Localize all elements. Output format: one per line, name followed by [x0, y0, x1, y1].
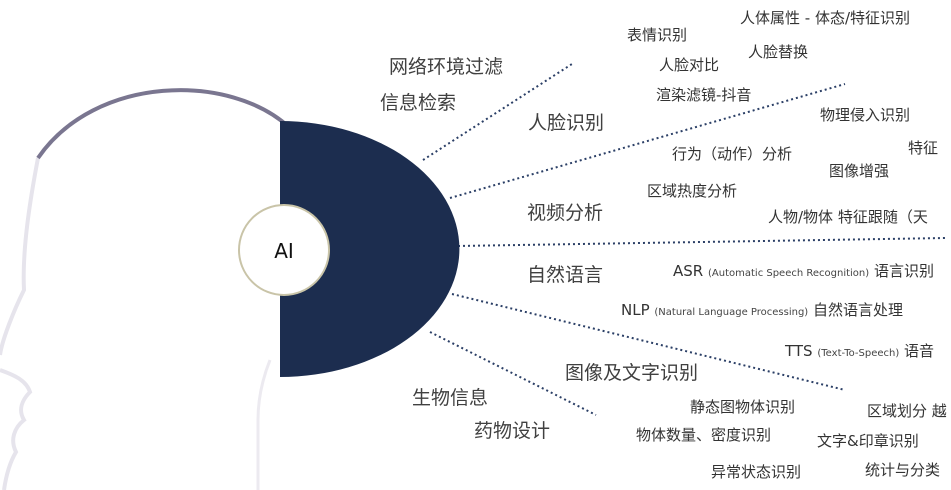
face-item-render-filter: 渲染滤镜-抖音 — [656, 86, 752, 104]
connector-video — [457, 237, 946, 247]
video-item-feature-partial: 特征 — [908, 139, 939, 157]
category-natural-language: 自然语言 — [527, 264, 604, 286]
image-item-text-stamp: 文字&印章识别 — [817, 432, 919, 450]
image-item-anomaly: 异常状态识别 — [711, 463, 802, 481]
video-item-tracking: 人物/物体 特征跟随（天 — [768, 208, 928, 226]
image-item-stats-classify: 统计与分类 — [865, 461, 941, 479]
language-item-nlp: NLP (Natural Language Processing) 自然语言处理 — [621, 303, 903, 318]
connector-face — [449, 83, 846, 199]
head-top-outline — [36, 88, 292, 160]
nlp-chinese: 自然语言处理 — [812, 301, 903, 319]
asr-abbrev: ASR — [673, 262, 704, 280]
connector-lines — [422, 63, 946, 416]
video-item-image-enhance: 图像增强 — [829, 162, 890, 180]
head-face-profile — [0, 157, 40, 490]
ai-center-circle — [238, 204, 330, 296]
category-drug-design: 药物设计 — [474, 420, 551, 442]
nlp-full-name: (Natural Language Processing) — [654, 307, 809, 318]
image-item-region-divide: 区域划分 越 — [867, 402, 947, 420]
language-item-tts: TTS (Text-To-Speech) 语音 — [785, 344, 934, 359]
head-silhouette-outline — [256, 359, 272, 490]
image-item-static-object: 静态图物体识别 — [690, 398, 796, 416]
video-item-heatmap: 区域热度分析 — [647, 182, 738, 200]
category-info-retrieval: 信息检索 — [380, 92, 457, 114]
asr-full-name: (Automatic Speech Recognition) — [708, 268, 870, 279]
tts-full-name: (Text-To-Speech) — [817, 348, 900, 359]
face-item-body-attributes: 人体属性 - 体态/特征识别 — [740, 9, 911, 27]
category-face-recognition: 人脸识别 — [528, 112, 605, 134]
category-video-analysis: 视频分析 — [527, 202, 604, 224]
language-item-asr: ASR (Automatic Speech Recognition) 语言识别 — [673, 264, 934, 279]
connector-bio — [429, 331, 597, 416]
face-item-expression: 表情识别 — [627, 26, 688, 44]
face-item-compare: 人脸对比 — [659, 56, 720, 74]
category-bio-info: 生物信息 — [412, 387, 489, 409]
face-item-swap: 人脸替换 — [748, 43, 809, 61]
image-item-count-density: 物体数量、密度识别 — [636, 426, 772, 444]
tts-chinese: 语音 — [904, 342, 935, 360]
video-item-intrusion: 物理侵入识别 — [820, 106, 911, 124]
nlp-abbrev: NLP — [621, 301, 650, 319]
category-network-filter: 网络环境过滤 — [389, 56, 504, 78]
video-item-behavior: 行为（动作）分析 — [672, 145, 793, 163]
ai-center-label: AI — [274, 239, 294, 263]
core-half-disc — [280, 121, 460, 377]
asr-chinese: 语言识别 — [873, 262, 934, 280]
tts-abbrev: TTS — [785, 342, 813, 360]
category-image-text-recognition: 图像及文字识别 — [565, 362, 699, 384]
